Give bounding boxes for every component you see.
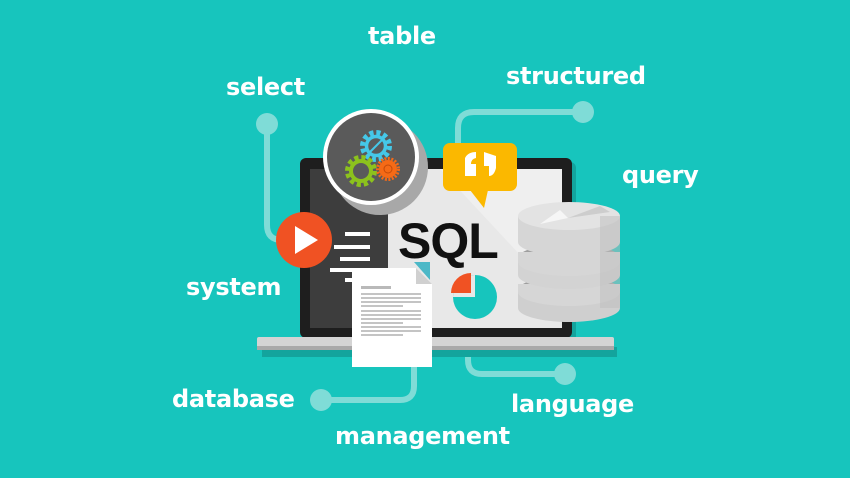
play-button-icon — [276, 212, 332, 268]
connector-dots — [256, 101, 594, 411]
structured-connector — [455, 109, 586, 148]
chat-bubble-icon — [443, 143, 517, 208]
database-connector — [319, 359, 417, 403]
green-gear-icon — [345, 155, 377, 187]
language-connector — [465, 347, 568, 377]
keyword-database: database — [172, 385, 295, 413]
keyword-structured: structured — [506, 62, 646, 90]
keyword-table: table — [368, 22, 436, 50]
orange-gear-icon — [376, 157, 400, 181]
keyword-management: management — [335, 422, 510, 450]
pie-chart-icon — [451, 273, 497, 319]
sql-title: SQL — [398, 213, 499, 269]
keyword-query: query — [622, 161, 699, 189]
keyword-language: language — [511, 390, 635, 418]
blue-gear-icon — [360, 130, 392, 162]
laptop-base-shadow — [262, 347, 617, 357]
select-connector — [264, 121, 285, 243]
keyword-system: system — [186, 273, 282, 301]
keyword-select: select — [226, 73, 305, 101]
database-icon — [518, 202, 620, 322]
gear-badge-icon — [323, 109, 428, 215]
document-icon — [352, 262, 432, 367]
